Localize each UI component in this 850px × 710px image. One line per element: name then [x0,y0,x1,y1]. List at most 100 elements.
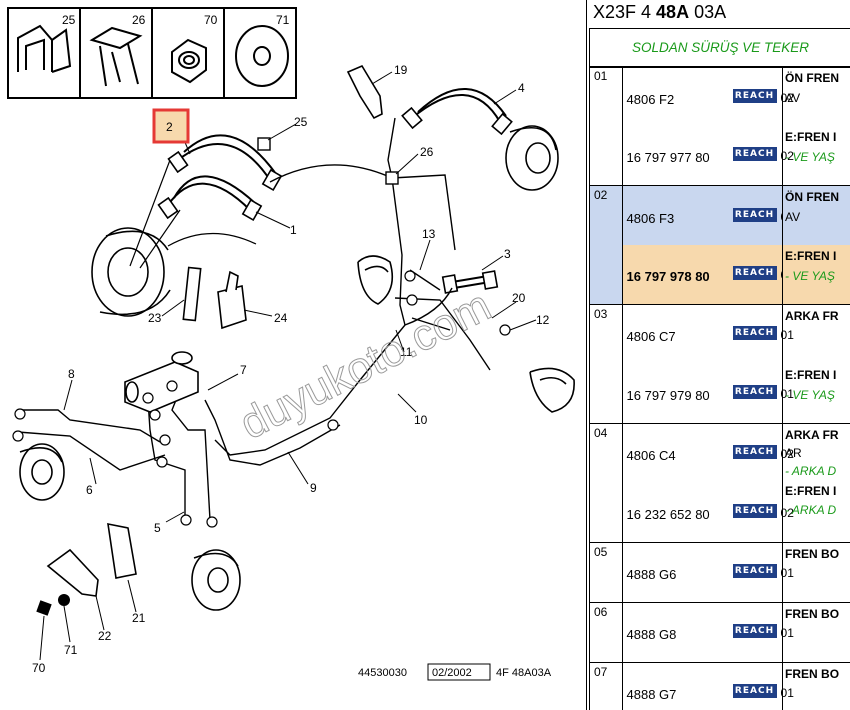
brake-clip-13-icon [357,255,394,305]
bracket-icon [89,26,143,87]
callout-26[interactable]: 26 [420,145,434,159]
part-note: - VE YAŞ [785,269,835,283]
pipe-clips [12,270,511,528]
part-ref[interactable]: 4806 C4 [626,448,676,463]
part-description: ÖN FREN [785,71,840,85]
part-ref[interactable]: 4888 G8 [626,627,677,642]
part-ref[interactable]: 4806 C7 [626,329,676,344]
bracket-23-icon [182,266,202,322]
callout-11[interactable]: 11 [400,345,413,359]
callout-70[interactable]: 70 [32,661,46,675]
rear-right-disc-icon [191,549,241,611]
callout-1[interactable]: 1 [290,223,297,237]
title-suffix: 03A [689,2,727,22]
part-ref[interactable]: 16 797 977 80 [626,150,710,165]
callout-20[interactable]: 20 [512,291,526,305]
bracket-19-icon [346,64,383,120]
part-position: AV [785,210,801,224]
reach-badge: REACH [732,385,777,399]
part-description: ARKA FR [785,428,839,442]
callout-19[interactable]: 19 [394,63,408,77]
callout-24[interactable]: 24 [274,311,288,325]
part-ref[interactable]: 4888 G7 [626,687,677,702]
callout-2[interactable]: 2 [166,120,173,134]
reach-badge: REACH [732,504,777,518]
part-ref[interactable]: 16 232 652 80 [626,507,710,522]
reach-badge: REACH [732,89,777,103]
callout-12[interactable]: 12 [536,313,550,327]
part-ref[interactable]: 4806 F3 [626,211,675,226]
reach-badge: REACH [732,684,777,698]
bracket-22-icon [46,548,99,597]
part-note: - ARKA D [785,503,837,517]
reach-badge: REACH [732,624,777,638]
rear-left-disc-icon [19,443,65,501]
reach-badge: REACH [732,147,777,161]
part-ref[interactable]: 4806 F2 [626,92,675,107]
section-title: X23F 4 48A 03A [593,2,726,23]
callout-10[interactable]: 10 [414,413,428,427]
thumb-label-71: 71 [276,13,290,27]
brake-clip-12-icon [529,367,575,413]
callout-22[interactable]: 22 [98,629,112,643]
part-ref[interactable]: 4888 G6 [626,567,677,582]
callout-labels: 2 25 26 19 4 1 13 3 20 12 23 24 8 7 11 1… [32,63,550,675]
callout-21[interactable]: 21 [132,611,146,625]
row-number: 01 [589,66,623,186]
footer-ref: 4F 48A03A [496,667,552,679]
part-ref-highlighted[interactable]: 16 797 978 80 [626,269,710,284]
part-description: E:FREN I [785,484,837,498]
brake-pipe-diagram: 2 25 26 19 4 1 13 3 20 12 23 24 8 7 11 1… [7,7,575,681]
part-description: FREN BO [785,667,840,681]
reach-badge: REACH [732,326,777,340]
clip-26-marker [257,137,399,185]
part-description: ARKA FR [785,309,839,323]
part-description: FREN BO [785,547,840,561]
part-note: - ARKA D [785,464,837,478]
footer-code: 44530030 [358,667,407,679]
row-number: 03 [589,304,623,424]
callout-6[interactable]: 6 [86,483,93,497]
nut-70-icon [36,600,52,616]
brake-distributor-block [124,351,199,413]
front-left-disc-icon [91,227,171,317]
row-number: 02 [589,185,623,305]
subtitle-text: SOLDAN SÜRÜŞ VE TEKER [632,40,810,55]
title-prefix: X23F 4 [593,2,657,22]
footer-date: 02/2002 [432,667,472,679]
washer-icon [235,25,289,87]
highlighted-callout-box[interactable] [152,108,190,144]
reach-badge: REACH [732,564,777,578]
footer-date-box [427,663,491,681]
part-ref[interactable]: 16 797 979 80 [626,388,710,403]
part-description: E:FREN I [785,368,837,382]
callout-13[interactable]: 13 [422,227,436,241]
parts-list-panel: X23F 4 48A 03A SOLDAN SÜRÜŞ VE TEKER 01 … [586,0,850,710]
flexible-hoses [167,88,507,289]
callout-9[interactable]: 9 [310,481,317,495]
callout-4[interactable]: 4 [518,81,525,95]
washer-71-icon [58,594,70,606]
callout-25[interactable]: 25 [294,115,308,129]
callout-7[interactable]: 7 [240,363,247,377]
bracket-24-icon [217,270,247,330]
row-number: 05 [589,542,623,603]
part-note: - VE YAŞ [785,388,835,402]
bracket-21-icon [107,522,137,579]
callout-5[interactable]: 5 [154,521,161,535]
part-description: E:FREN I [785,130,837,144]
callout-3[interactable]: 3 [504,247,511,261]
callout-23[interactable]: 23 [148,311,162,325]
callout-71[interactable]: 71 [64,643,78,657]
hose-fittings [157,106,513,294]
part-description: ÖN FREN [785,190,840,204]
callout-8[interactable]: 8 [68,367,75,381]
